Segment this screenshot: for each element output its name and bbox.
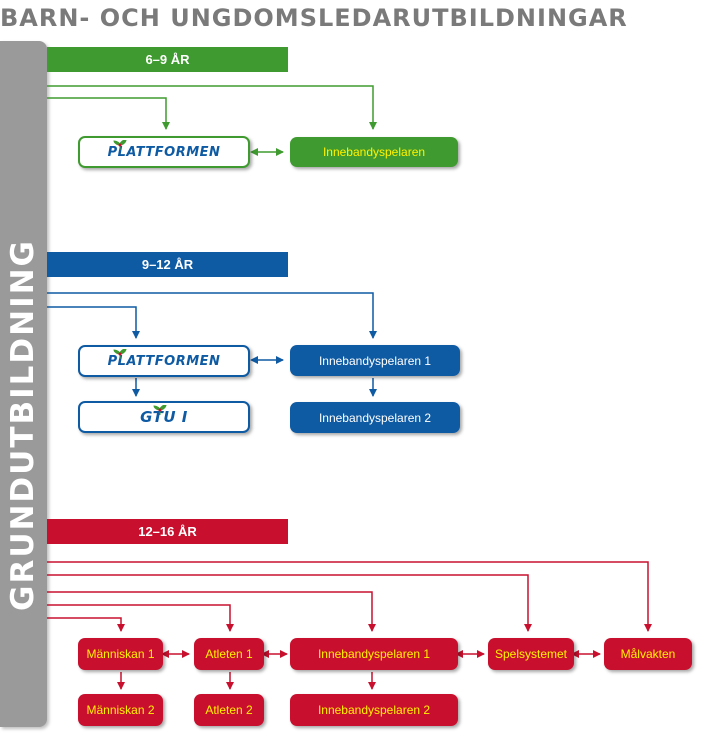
gtu-logo: GTU I: [140, 408, 188, 426]
course-malvakten[interactable]: Målvakten: [604, 638, 692, 670]
sidebar: GRUNDUTBILDNING: [0, 41, 47, 727]
course-manniskan-2[interactable]: Människan 2: [78, 694, 163, 726]
age-band-12-16: 12–16 ÅR: [47, 519, 288, 544]
course-innebandyspelaren-2-12-16[interactable]: Innebandyspelaren 2: [290, 694, 458, 726]
age-band-6-9: 6–9 ÅR: [47, 47, 288, 72]
sprout-icon: [113, 349, 127, 359]
plattformen-logo: PLATTFORMEN: [107, 144, 221, 160]
course-gtu-9-12[interactable]: GTU I: [78, 401, 250, 433]
sprout-icon: [113, 140, 127, 150]
course-plattformen-6-9[interactable]: PLATTFORMEN: [78, 136, 250, 168]
course-atleten-2[interactable]: Atleten 2: [194, 694, 264, 726]
course-spelsystemet[interactable]: Spelsystemet: [488, 638, 574, 670]
age-band-9-12: 9–12 ÅR: [47, 252, 288, 277]
page-title: BARN- OCH UNGDOMSLEDARUTBILDNINGAR: [0, 4, 628, 32]
course-plattformen-9-12[interactable]: PLATTFORMEN: [78, 345, 250, 377]
sprout-icon: [153, 405, 167, 415]
course-atleten-1[interactable]: Atleten 1: [194, 638, 264, 670]
course-innebandyspelaren-1-9-12[interactable]: Innebandyspelaren 1: [290, 345, 460, 376]
course-innebandyspelaren-1-12-16[interactable]: Innebandyspelaren 1: [290, 638, 458, 670]
plattformen-logo: PLATTFORMEN: [107, 353, 221, 369]
course-innebandyspelaren-2-9-12[interactable]: Innebandyspelaren 2: [290, 402, 460, 433]
course-manniskan-1[interactable]: Människan 1: [78, 638, 163, 670]
course-innebandyspelaren-6-9[interactable]: Innebandyspelaren: [290, 137, 458, 167]
